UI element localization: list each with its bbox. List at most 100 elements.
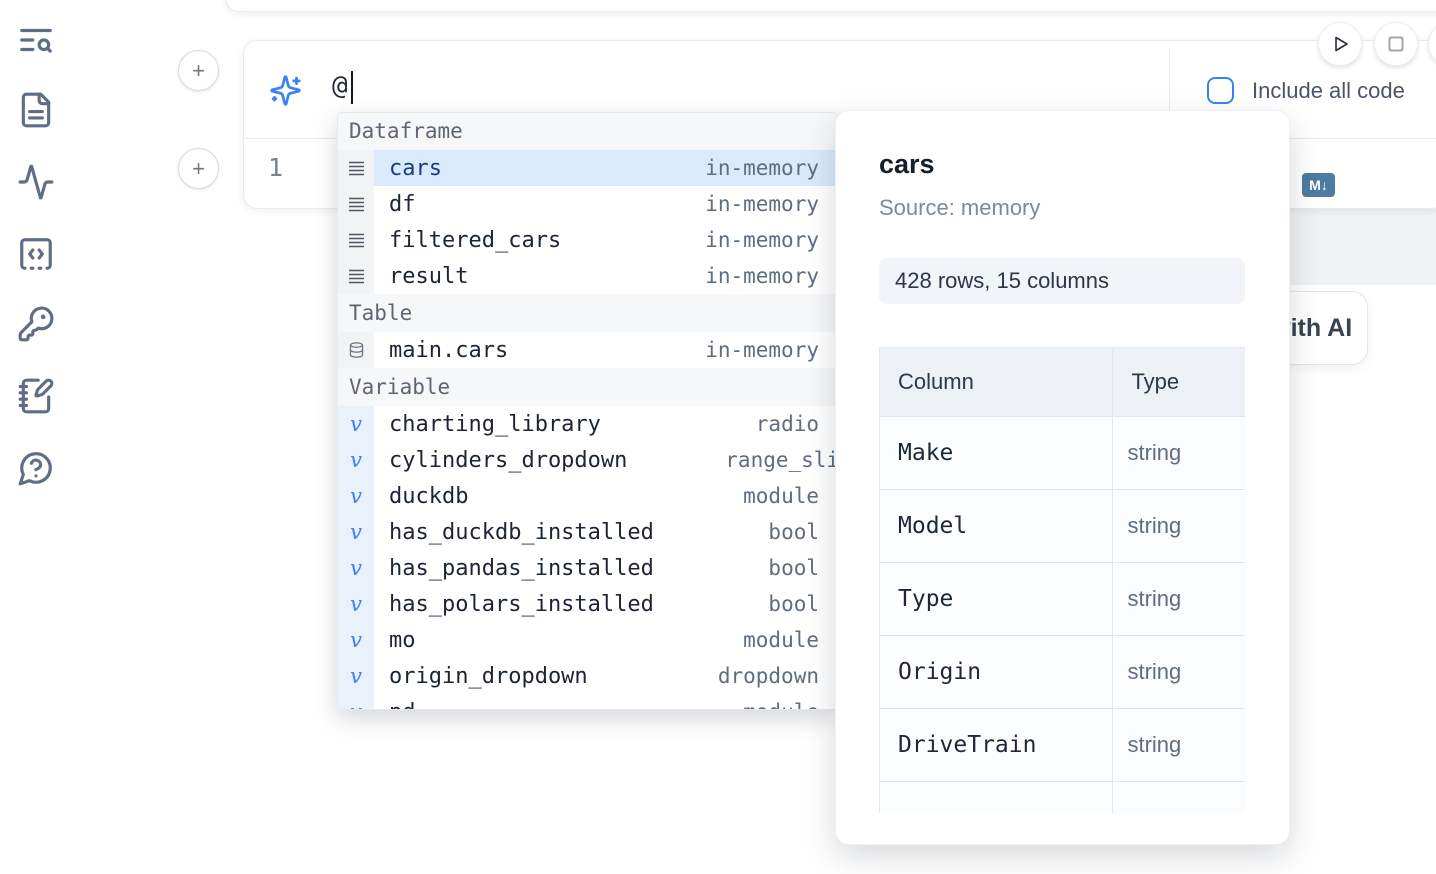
autocomplete-item-cylinders-dropdown[interactable]: v cylinders_dropdown range_slider bbox=[338, 442, 836, 478]
autocomplete-item-main-cars[interactable]: main.cars in-memory bbox=[338, 332, 836, 368]
item-name: duckdb bbox=[389, 483, 469, 509]
autocomplete-item-has-pandas-installed[interactable]: v has_pandas_installed bool bbox=[338, 550, 836, 586]
file-contents-icon[interactable] bbox=[17, 91, 55, 129]
dataframe-type-icon bbox=[338, 186, 374, 222]
dataframe-preview-tooltip: cars Source: memory 428 rows, 15 columns… bbox=[835, 110, 1290, 845]
autocomplete-item-has-polars-installed[interactable]: v has_polars_installed bool bbox=[338, 586, 836, 622]
include-all-code-option[interactable]: Include all code bbox=[1207, 77, 1405, 104]
schema-column-name: Origin bbox=[879, 635, 1114, 709]
item-type: module bbox=[743, 700, 819, 709]
help-icon[interactable] bbox=[17, 449, 55, 487]
add-cell-below-button[interactable]: + bbox=[178, 148, 219, 189]
schema-column-type: string bbox=[1112, 562, 1245, 636]
item-type: in-memory bbox=[705, 264, 819, 288]
item-type: bool bbox=[768, 520, 819, 544]
dataframe-type-icon bbox=[338, 150, 374, 186]
snippets-icon[interactable] bbox=[17, 235, 55, 273]
variable-type-icon: v bbox=[338, 550, 374, 586]
search-panel-icon[interactable] bbox=[17, 21, 55, 59]
preview-source: Source: memory bbox=[879, 195, 1041, 220]
item-type: in-memory bbox=[705, 338, 819, 362]
variable-type-icon: v bbox=[338, 442, 374, 478]
line-number: 1 bbox=[268, 153, 284, 182]
item-type: bool bbox=[768, 592, 819, 616]
variable-type-icon: v bbox=[338, 658, 374, 694]
ai-prompt-input[interactable]: @ Include all code bbox=[244, 41, 1436, 138]
variable-type-icon: v bbox=[338, 694, 374, 709]
item-name: filtered_cars bbox=[389, 227, 562, 253]
table-type-icon bbox=[338, 332, 374, 368]
autocomplete-item-charting-library[interactable]: v charting_library radio bbox=[338, 406, 836, 442]
dataframe-type-icon bbox=[338, 222, 374, 258]
item-name: charting_library bbox=[389, 411, 601, 437]
schema-header-column: Column bbox=[879, 347, 1114, 417]
autocomplete-section-header: Dataframe bbox=[338, 113, 836, 150]
markdown-icon[interactable]: M↓ bbox=[1302, 172, 1335, 197]
schema-column-type: string bbox=[1112, 635, 1245, 709]
item-name: result bbox=[389, 263, 469, 289]
schema-row-partial bbox=[879, 781, 1245, 813]
item-name: has_duckdb_installed bbox=[389, 519, 654, 545]
item-name: cars bbox=[389, 155, 442, 181]
autocomplete-section-header: Table bbox=[338, 294, 836, 332]
secrets-key-icon[interactable] bbox=[17, 305, 55, 343]
autocomplete-item-pd[interactable]: v pdmodule bbox=[338, 694, 836, 710]
include-all-code-label: Include all code bbox=[1252, 77, 1405, 103]
sparkles-ai-icon bbox=[269, 74, 302, 107]
item-type: bool bbox=[768, 556, 819, 580]
schema-column-name: Model bbox=[879, 489, 1114, 563]
schema-column-name: DriveTrain bbox=[879, 708, 1114, 782]
previous-cell-edge bbox=[225, 0, 1436, 12]
variable-type-icon: v bbox=[338, 406, 374, 442]
item-name: has_polars_installed bbox=[389, 591, 654, 617]
autocomplete-item-origin-dropdown[interactable]: v origin_dropdown dropdown bbox=[338, 658, 836, 694]
dataframe-type-icon bbox=[338, 258, 374, 294]
schema-column-type: string bbox=[1112, 708, 1245, 782]
item-name: cylinders_dropdown bbox=[389, 447, 628, 473]
include-all-code-checkbox[interactable] bbox=[1207, 77, 1234, 104]
variable-type-icon: v bbox=[338, 514, 374, 550]
item-name: pd bbox=[389, 700, 743, 710]
item-name: mo bbox=[389, 627, 416, 653]
item-type: dropdown bbox=[717, 664, 819, 688]
autocomplete-item-has-duckdb-installed[interactable]: v has_duckdb_installed bool bbox=[338, 514, 836, 550]
run-cell-button[interactable] bbox=[1318, 22, 1362, 66]
item-type: module bbox=[743, 628, 819, 652]
item-type: radio bbox=[755, 412, 819, 436]
schema-column-name: Make bbox=[879, 416, 1114, 490]
item-name: has_pandas_installed bbox=[389, 555, 654, 581]
prompt-divider bbox=[1169, 48, 1170, 137]
add-cell-above-button[interactable]: + bbox=[178, 50, 219, 91]
prompt-text: @ bbox=[332, 71, 348, 101]
preview-title: cars bbox=[879, 149, 935, 179]
variable-type-icon: v bbox=[338, 622, 374, 658]
item-type: range_slider bbox=[725, 448, 837, 472]
schema-column-name: Type bbox=[879, 562, 1114, 636]
schema-column-type: string bbox=[1112, 416, 1245, 490]
autocomplete-item-result[interactable]: result in-memory bbox=[338, 258, 836, 294]
item-name: main.cars bbox=[389, 337, 509, 363]
schema-column-type: string bbox=[1112, 489, 1245, 563]
sidebar bbox=[0, 0, 72, 874]
item-name: origin_dropdown bbox=[389, 663, 588, 689]
autocomplete-section-header: Variable bbox=[338, 368, 836, 406]
variable-type-icon: v bbox=[338, 586, 374, 622]
item-type: in-memory bbox=[705, 192, 819, 216]
scratchpad-icon[interactable] bbox=[17, 377, 55, 415]
schema-header-type: Type bbox=[1112, 347, 1245, 417]
preview-shape-badge: 428 rows, 15 columns bbox=[879, 258, 1245, 304]
stop-cell-button[interactable] bbox=[1374, 22, 1418, 66]
activity-icon[interactable] bbox=[17, 163, 55, 201]
